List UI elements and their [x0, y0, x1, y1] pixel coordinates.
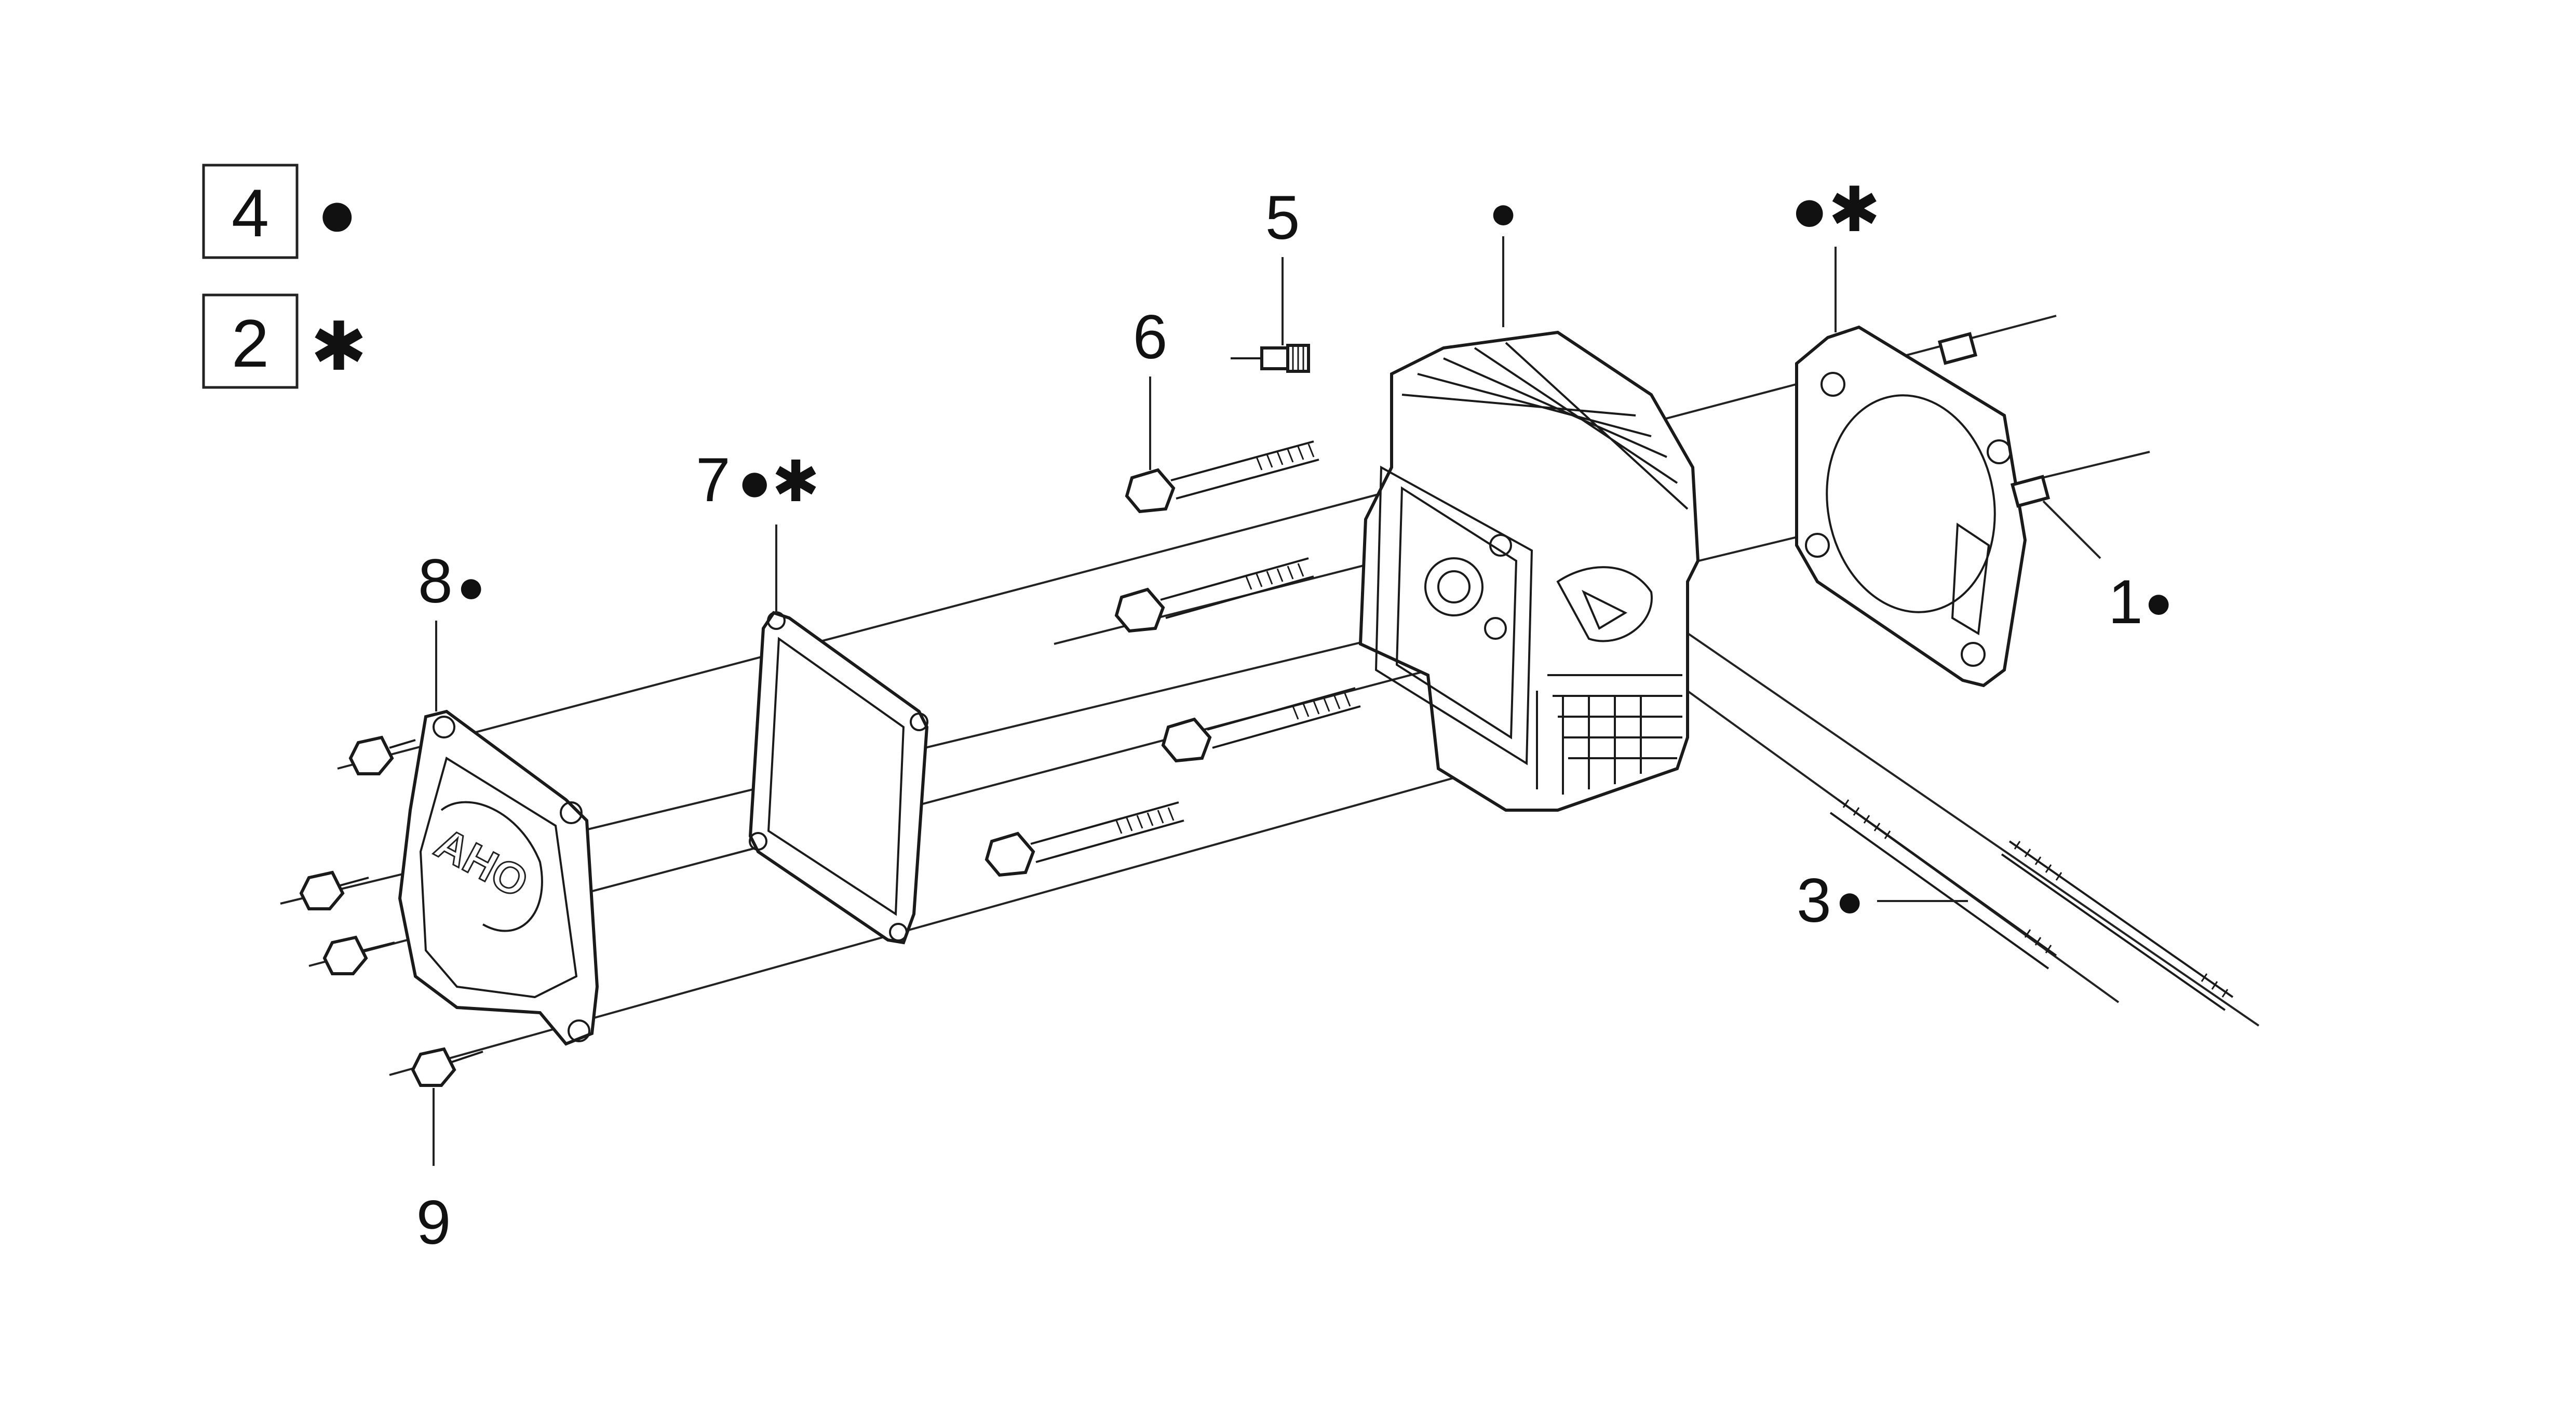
legend: 4 ● 2 ✱ — [202, 164, 367, 389]
legend-number: 4 — [232, 175, 269, 251]
cover-gasket — [748, 611, 929, 945]
stud — [2001, 840, 2234, 1011]
callout-3: 3 ● — [1797, 866, 1864, 935]
head-bolt — [1161, 687, 1361, 763]
callout-number: 1 — [2108, 567, 2143, 637]
callout-symbol: ● — [1489, 187, 1517, 239]
head-gasket — [1795, 325, 2027, 688]
leader-lines — [433, 236, 2101, 1166]
callout-number: 8 — [418, 546, 453, 616]
cover-screws — [299, 735, 483, 1087]
callout-symbol: ●✱ — [737, 450, 820, 514]
callout-number: 3 — [1797, 866, 1831, 935]
callout-symbol: ● — [1836, 875, 1864, 927]
callout-number: 7 — [696, 445, 731, 515]
cover-screw — [348, 735, 416, 775]
dowel-pin — [1937, 332, 1978, 365]
callout-head: ● — [1489, 187, 1517, 239]
valve-cover: AHO — [398, 709, 599, 1046]
head-bolts — [984, 440, 1361, 877]
callout-9: 9 — [416, 1188, 451, 1257]
callout-6: 6 — [1133, 302, 1168, 372]
callout-5: 5 — [1265, 183, 1300, 252]
stud — [1829, 799, 2057, 970]
legend-symbol: ● — [317, 175, 358, 251]
callout-number: 9 — [416, 1188, 451, 1257]
cover-screw — [411, 1047, 483, 1087]
dowel-pins — [1937, 332, 2051, 508]
callout-symbol: ●✱ — [1790, 175, 1880, 245]
callout-8: 8 ● — [418, 546, 485, 616]
callout-7: 7 ●✱ — [696, 445, 820, 515]
legend-item-4: 4 ● — [202, 164, 358, 259]
legend-item-2: 2 ✱ — [202, 293, 367, 389]
callouts: 5 6 ● ●✱ 7 ●✱ 8 ● 1 ● 3 ● 9 — [416, 175, 2173, 1257]
callout-symbol: ● — [2145, 576, 2173, 628]
callout-1: 1 ● — [2108, 567, 2173, 637]
cover-screw — [322, 935, 395, 975]
callout-number: 5 — [1265, 183, 1300, 252]
head-bolt — [1125, 440, 1319, 514]
dowel-pin — [2010, 475, 2051, 508]
cylinder-head — [1358, 330, 1700, 812]
spark-plug — [1231, 344, 1310, 373]
callout-number: 6 — [1133, 302, 1168, 372]
head-bolt — [984, 801, 1184, 877]
studs — [1829, 799, 2234, 1011]
legend-symbol: ✱ — [311, 308, 367, 384]
legend-number: 2 — [232, 305, 269, 381]
cover-screw — [299, 870, 369, 910]
head-bolt — [1114, 557, 1314, 633]
callout-symbol: ● — [457, 561, 485, 613]
callout-gasket: ●✱ — [1790, 175, 1880, 245]
